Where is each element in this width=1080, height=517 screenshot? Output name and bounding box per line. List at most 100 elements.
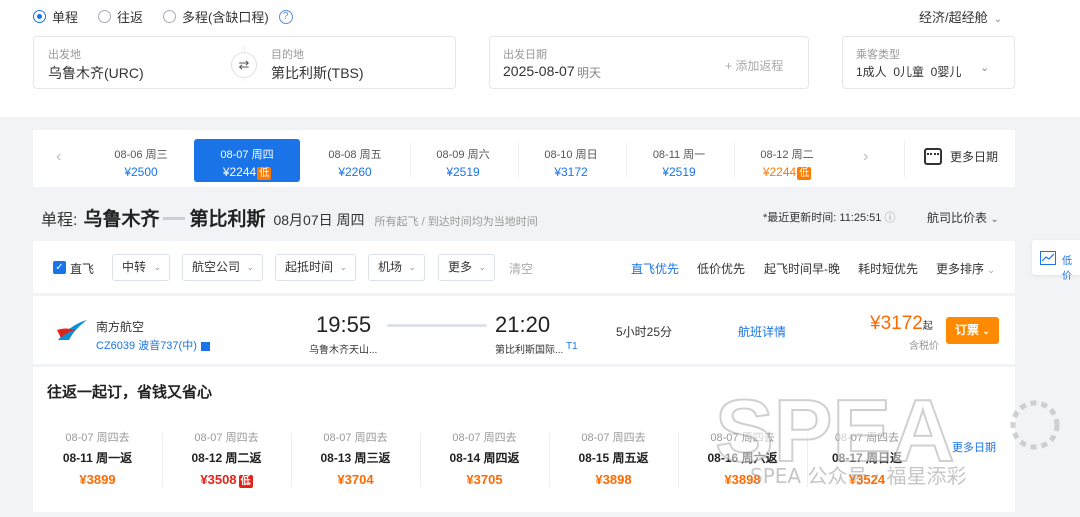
low-badge: 低 (257, 167, 272, 180)
passenger-label: 乘客类型 (856, 49, 900, 61)
trip-type-label: 多程(含缺口程) (182, 10, 269, 25)
return-date: 08-17 周日返 (831, 451, 903, 465)
checkbox-checked-icon[interactable]: ✓ (53, 261, 66, 274)
date-option[interactable]: 08-10 周日¥3172 (518, 139, 624, 182)
filter-more[interactable]: 更多⌄ (438, 254, 495, 281)
outbound-date: 08-07 周四去 (834, 432, 900, 444)
price-trend-tab[interactable]: 低价 (1032, 240, 1080, 282)
radio-icon (98, 10, 112, 23)
airline-compare-button[interactable]: 航司比价表 ⌄ (927, 209, 999, 226)
date-option-date: 08-12 周二 (760, 149, 814, 161)
divider (162, 433, 163, 487)
filter-time[interactable]: 起抵时间 ⌄ (275, 254, 356, 281)
flight-price-value: ¥3172 (870, 313, 923, 334)
flight-details-link[interactable]: 航班详情 (738, 325, 787, 339)
divider (904, 141, 905, 177)
from-label: 出发地 (48, 49, 81, 61)
trip-type-roundtrip[interactable]: 往返 (98, 7, 143, 26)
arrival-airport: 第比利斯国际... (495, 345, 564, 356)
date-option[interactable]: 08-09 周六¥2519 (410, 139, 516, 182)
book-label: 订票 (955, 323, 980, 337)
to-input[interactable]: 第比利斯(TBS) (271, 65, 364, 81)
passenger-select[interactable]: 乘客类型 1成人 0儿童 0婴儿 ⌄ (842, 36, 1015, 89)
outbound-date: 08-07 周四去 (194, 432, 259, 444)
route-date: 08月07日 周四 (273, 212, 365, 228)
divider (807, 433, 808, 487)
date-option-date: 08-06 周三 (114, 149, 168, 161)
clear-filters-button[interactable]: 清空 (509, 262, 534, 276)
trip-type-oneway[interactable]: 单程 (33, 7, 78, 26)
date-label: 出发日期 (503, 49, 547, 61)
more-dates-button[interactable]: 更多日期 (924, 148, 998, 165)
date-option[interactable]: 08-11 周一¥2519 (626, 139, 732, 182)
sort-lowest-price[interactable]: 低价优先 (697, 262, 746, 276)
sort-shortest-duration[interactable]: 耗时短优先 (858, 262, 919, 276)
sort-more[interactable]: 更多排序 ⌄ (936, 260, 995, 277)
chevron-down-icon: ⌄ (987, 265, 995, 275)
price-trend-label: 低价 (1062, 256, 1072, 282)
direct-only-label[interactable]: 直飞 (70, 262, 95, 276)
round-trip-price: ¥3705 (466, 472, 503, 487)
round-trip-price: ¥3898 (595, 472, 632, 487)
round-trip-more-dates[interactable]: 更多日期 (952, 442, 996, 454)
swap-route-icon[interactable]: ⇄ (231, 52, 257, 78)
sort-departure-time[interactable]: 起飞时间早-晚 (764, 262, 840, 276)
sort-direct-first[interactable]: 直飞优先 (631, 262, 680, 276)
info-icon[interactable]: ⓘ (884, 212, 896, 224)
date-option-price: ¥2260 (338, 165, 372, 179)
filter-airport[interactable]: 机场⌄ (368, 254, 425, 281)
cabin-select[interactable]: 经济/超经舱⌄ (919, 7, 1002, 26)
china-southern-logo-icon (57, 320, 87, 340)
add-return-button[interactable]: + 添加返程 (725, 59, 784, 73)
chevron-left-icon[interactable]: ‹ (56, 148, 62, 165)
date-input[interactable]: 2025-08-07 (503, 63, 575, 79)
airline-compare-label: 航司比价表 (927, 211, 988, 225)
to-label: 目的地 (271, 49, 304, 61)
filter-label: 更多 (448, 260, 473, 274)
round-trip-price: ¥3508 (200, 472, 237, 487)
chevron-right-icon[interactable]: › (863, 148, 869, 165)
low-badge: 低 (797, 167, 812, 180)
date-option-price: ¥2519 (662, 165, 696, 179)
from-input[interactable]: 乌鲁木齐(URC) (48, 65, 144, 81)
help-icon[interactable]: ? (278, 9, 293, 24)
low-badge: 低 (238, 475, 253, 488)
divider (626, 143, 627, 177)
radio-icon (33, 10, 46, 23)
chevron-down-icon: ⌄ (408, 262, 416, 272)
chevron-down-icon: ⌄ (990, 214, 999, 225)
search-panel: 单程 往返 多程(含缺口程) ? 经济/超经舱⌄ 出发地 乌鲁木齐(URC) 目… (0, 0, 1080, 117)
route-from: 乌鲁木齐 (83, 209, 160, 230)
filter-airline[interactable]: 航空公司⌄ (182, 254, 263, 281)
chevron-down-icon: ⌄ (339, 262, 347, 272)
flight-card[interactable]: 南方航空 CZ6039 波音737(中) 19:55 乌鲁木齐天山... 21:… (33, 296, 1015, 364)
filter-transfer[interactable]: 中转⌄ (112, 254, 170, 281)
date-option[interactable]: 08-06 周三¥2500 (88, 139, 194, 182)
filter-label: 起抵时间 (285, 260, 334, 274)
trip-type-multi[interactable]: 多程(含缺口程) (163, 7, 269, 26)
chevron-down-icon: ⌄ (980, 62, 990, 74)
flight-number[interactable]: CZ6039 波音737(中) (96, 337, 210, 353)
filter-label: 航空公司 (192, 260, 241, 274)
date-option[interactable]: 08-08 周五¥2260 (302, 139, 408, 182)
book-button[interactable]: 订票 ⌄ (946, 317, 999, 344)
divider (291, 433, 292, 487)
route-time-note: 所有起飞 / 到达时间均为当地时间 (374, 216, 538, 228)
round-trip-price: ¥3898 (724, 472, 761, 487)
last-updated-text: *最近更新时间: 11:25:51 (763, 212, 882, 224)
more-dates-label: 更多日期 (950, 150, 999, 164)
outbound-date: 08-07 周四去 (710, 432, 775, 444)
divider (420, 433, 421, 487)
round-trip-price: ¥3899 (79, 472, 116, 487)
